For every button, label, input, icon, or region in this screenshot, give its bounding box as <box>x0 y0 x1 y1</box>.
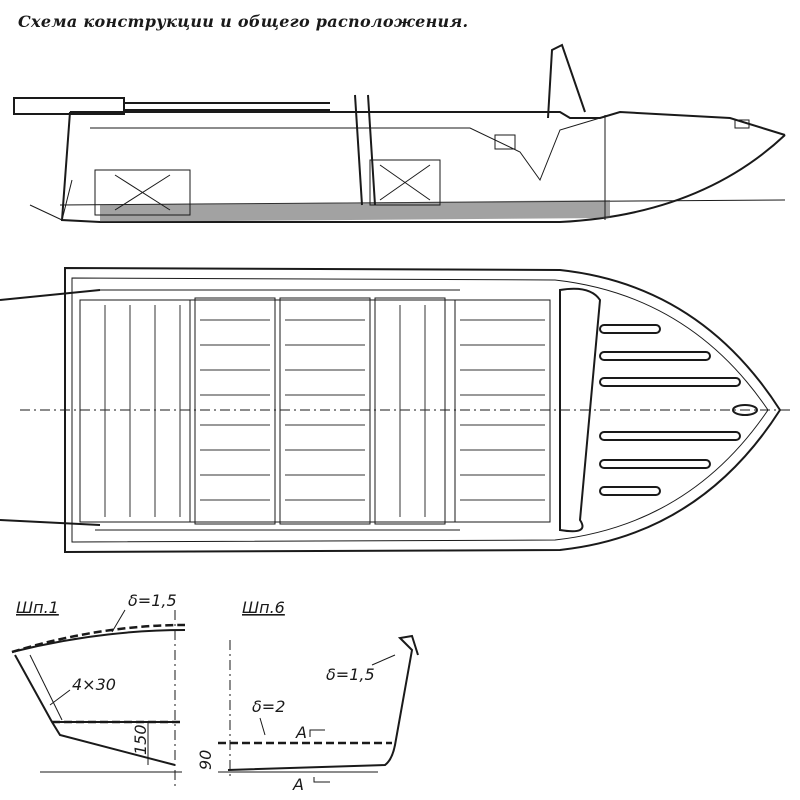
frame6-dimension: 90 <box>196 750 215 770</box>
side-seat <box>94 169 191 216</box>
drawing-title: Схема конструкции и общего расположения. <box>18 12 469 31</box>
side-view <box>13 43 786 223</box>
frame6-thickness-side: δ=1,5 <box>326 665 375 684</box>
frame1-thickness: δ=1,5 <box>128 591 177 610</box>
section-frame-6: Шп.6 δ=1,5 δ=2 A A 90 <box>196 598 419 794</box>
gunwale-line <box>70 110 786 136</box>
frame1-dimension: 150 <box>131 724 150 755</box>
oarlock-post <box>354 94 376 206</box>
frame1-profile: 4×30 <box>72 675 116 694</box>
windshield <box>547 43 586 119</box>
frame1-label: Шп.1 <box>16 598 59 617</box>
oar-shaft <box>124 102 330 111</box>
section-frame-1: Шп.1 δ=1,5 150 4×30 <box>11 591 186 790</box>
bow-cleat <box>732 404 758 416</box>
hull-outline <box>60 111 786 223</box>
frame6-cut-bottom: A <box>292 775 304 794</box>
deck-slots <box>599 324 741 496</box>
hull-plan-outline <box>64 266 782 554</box>
floorboards <box>79 297 551 525</box>
front-deck-edge <box>559 287 602 533</box>
frame6-label: Шп.6 <box>242 598 285 617</box>
frame6-thickness-bottom: δ=2 <box>252 697 285 716</box>
oars <box>0 289 101 526</box>
frame6-cut-top: A <box>295 723 307 742</box>
plan-view <box>0 266 790 554</box>
